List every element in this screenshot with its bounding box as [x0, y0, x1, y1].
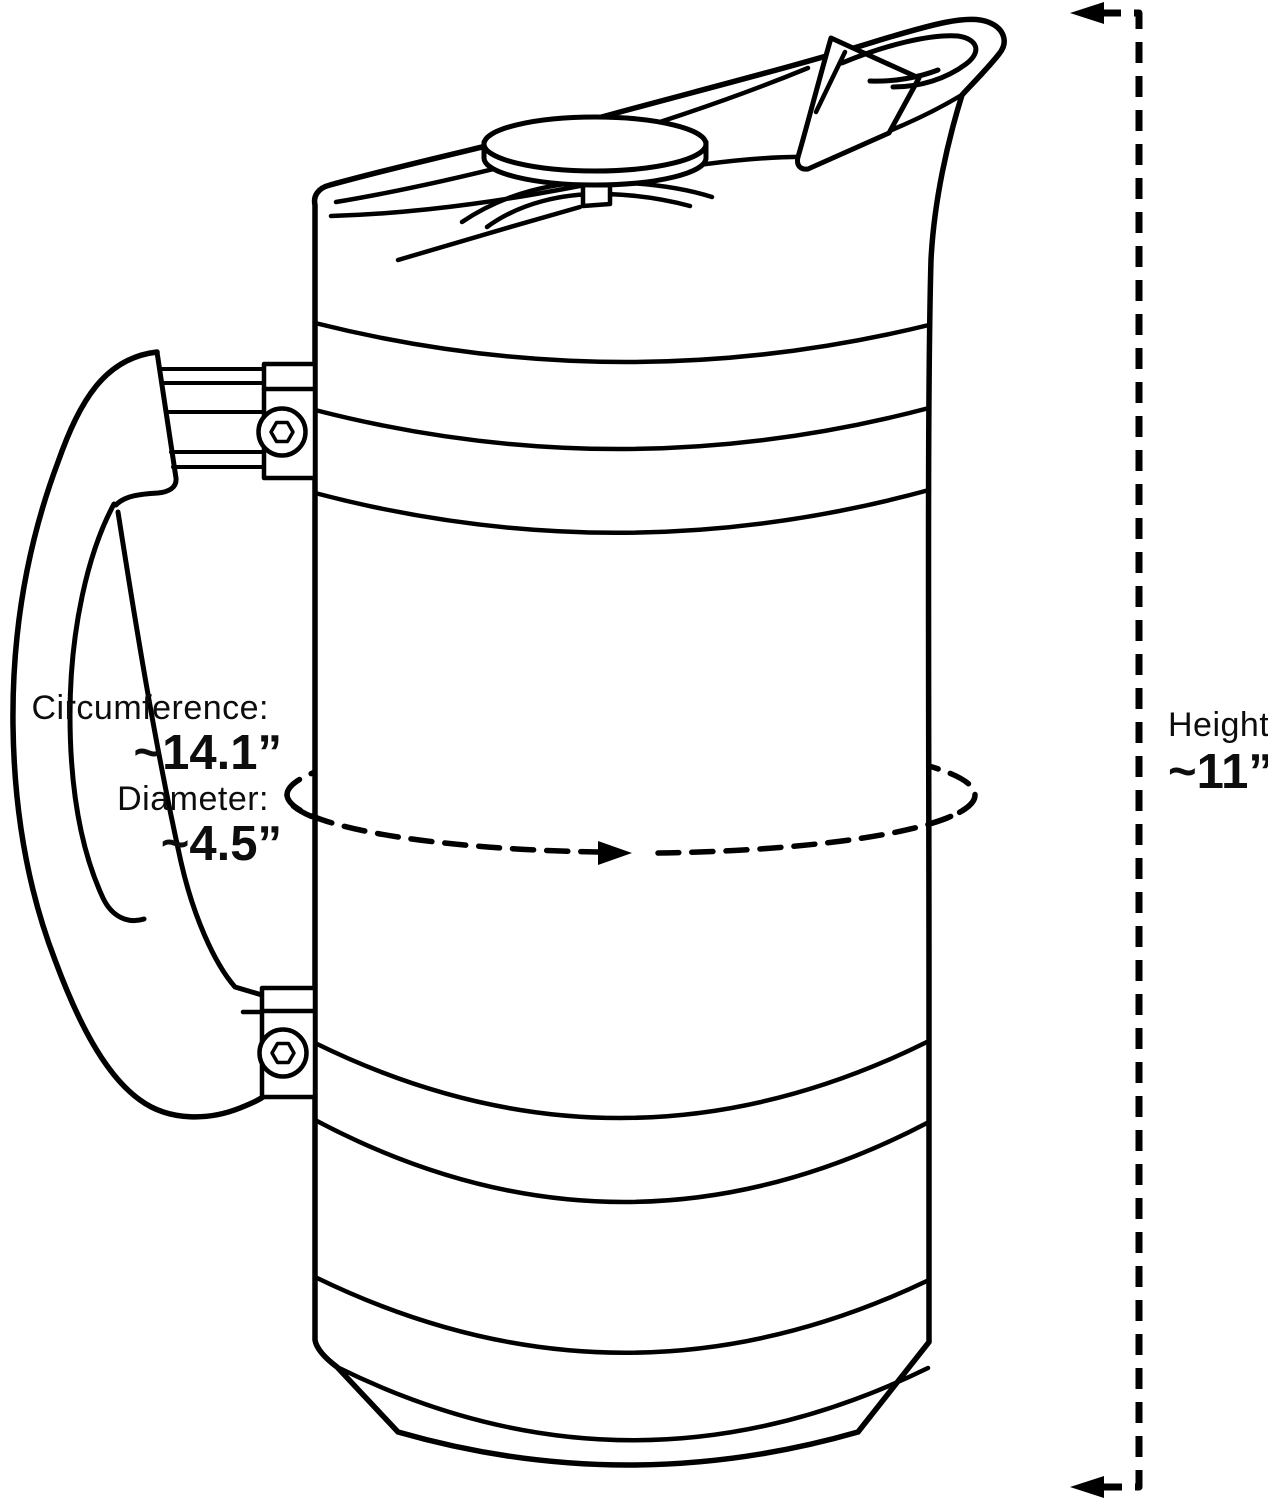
body-band — [312, 1038, 932, 1121]
spout-curl-tail — [867, 67, 941, 84]
handle-bracket-top — [256, 361, 318, 481]
handle-top-arm-edge — [113, 349, 179, 508]
body-band — [312, 405, 932, 452]
height-value: ~11” — [1168, 745, 1268, 799]
plunger-knob — [481, 114, 709, 188]
spout-curl — [839, 33, 979, 90]
body-band — [312, 1274, 932, 1355]
height-arrow-bottom-icon — [1070, 1476, 1104, 1498]
body-band — [312, 487, 932, 535]
lid-flap — [795, 35, 922, 172]
body-band — [312, 320, 932, 365]
handle-grip-ridge — [115, 509, 265, 998]
bolt-hex — [270, 1041, 296, 1065]
body-band — [312, 1117, 932, 1205]
handle-inner-curve — [67, 501, 147, 923]
height-annotation: Height: ~11” — [1168, 704, 1268, 798]
bolt-hex — [269, 420, 295, 444]
circumference-arrow-icon — [598, 841, 632, 865]
lid-left-seam-arc — [395, 204, 583, 263]
height-label: Height: — [1168, 706, 1268, 744]
diameter-value: ~4.5” — [160, 817, 282, 871]
left-dimension-annotations: Circumference: ~14.1” Diameter: ~4.5” — [20, 688, 282, 870]
press-body-outline — [311, 16, 1007, 1468]
diameter-label: Diameter: — [117, 780, 269, 818]
knob-top — [481, 114, 709, 174]
height-dimension-line — [1100, 9, 1143, 1491]
circumference-arc-front — [284, 792, 601, 855]
handle-struts — [158, 367, 266, 469]
circumference-label: Circumference: — [31, 689, 269, 727]
height-arrow-top-icon — [1070, 2, 1104, 24]
base-band — [334, 1364, 931, 1443]
handle-bracket-bottom — [257, 985, 318, 1100]
circumference-value: ~14.1” — [133, 726, 282, 780]
circumference-arc-front — [655, 792, 978, 856]
